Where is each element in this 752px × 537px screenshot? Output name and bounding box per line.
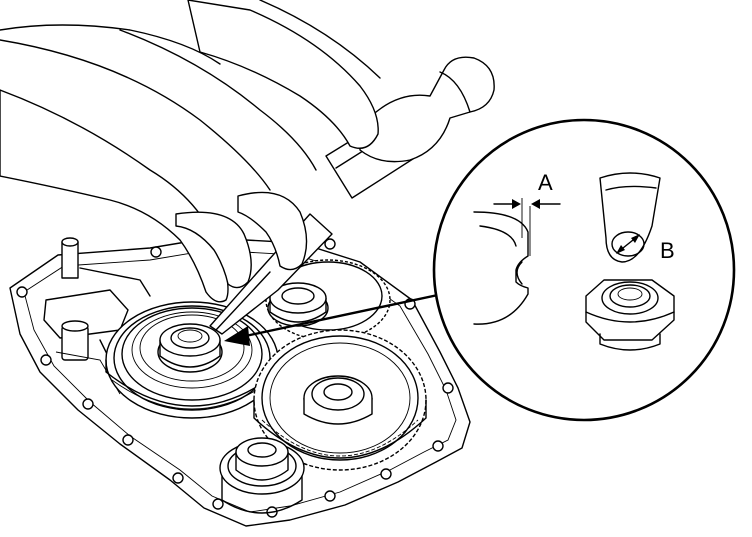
large-gear xyxy=(253,329,427,471)
hammer xyxy=(0,0,495,199)
staked-nut xyxy=(585,279,675,351)
chisel-tip: B xyxy=(599,172,675,263)
shift-lever-assembly xyxy=(43,237,151,401)
hand-holding-chisel xyxy=(0,29,333,335)
nut-cross-section xyxy=(473,198,531,325)
detail-leader-arrow xyxy=(224,290,454,346)
staked-nut-target xyxy=(157,323,223,373)
detail-magnified-view: A B xyxy=(432,118,736,422)
label-b: B xyxy=(660,238,675,263)
label-a: A xyxy=(538,170,553,195)
lower-nut xyxy=(219,437,305,514)
dimension-a: A xyxy=(493,170,561,209)
upper-gear xyxy=(265,259,391,341)
